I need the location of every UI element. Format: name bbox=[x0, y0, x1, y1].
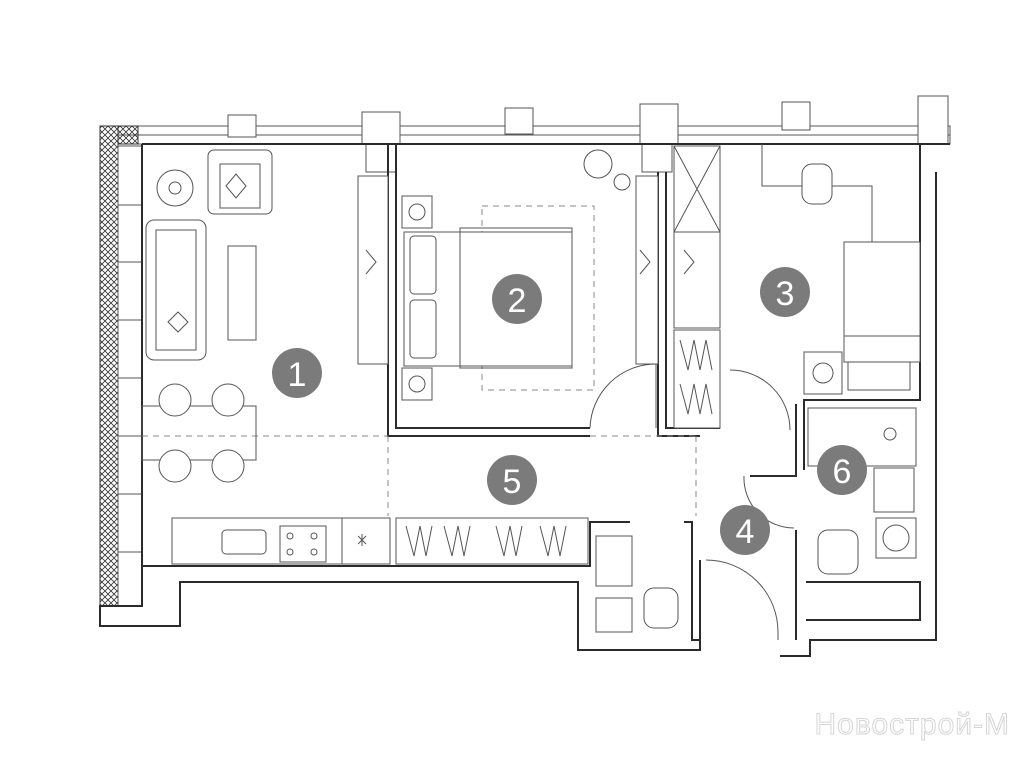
living-furniture bbox=[141, 149, 273, 483]
room-number-1: 1 bbox=[288, 356, 307, 394]
closet bbox=[635, 145, 721, 429]
room-badge-2: 2 bbox=[492, 274, 542, 324]
room-badge-5: 5 bbox=[487, 455, 537, 505]
hall-wardrobe bbox=[395, 517, 589, 565]
room-number-2: 2 bbox=[508, 282, 527, 320]
kitchen bbox=[171, 517, 391, 565]
room-badge-4: 4 bbox=[720, 505, 770, 555]
room-badge-1: 1 bbox=[272, 348, 322, 398]
room-number-3: 3 bbox=[776, 275, 795, 313]
bathroom-fixtures bbox=[595, 407, 917, 633]
room-badge-3: 3 bbox=[760, 267, 810, 317]
room-number-5: 5 bbox=[503, 463, 522, 501]
room-number-6: 6 bbox=[833, 453, 852, 491]
facade-top bbox=[117, 95, 951, 173]
facade-left bbox=[99, 125, 143, 607]
bedroom-furniture bbox=[357, 149, 631, 401]
room3-furniture bbox=[761, 144, 921, 395]
room-badge-6: 6 bbox=[817, 445, 867, 495]
watermark: Новострой-М bbox=[814, 708, 1010, 742]
room-number-4: 4 bbox=[736, 513, 755, 551]
